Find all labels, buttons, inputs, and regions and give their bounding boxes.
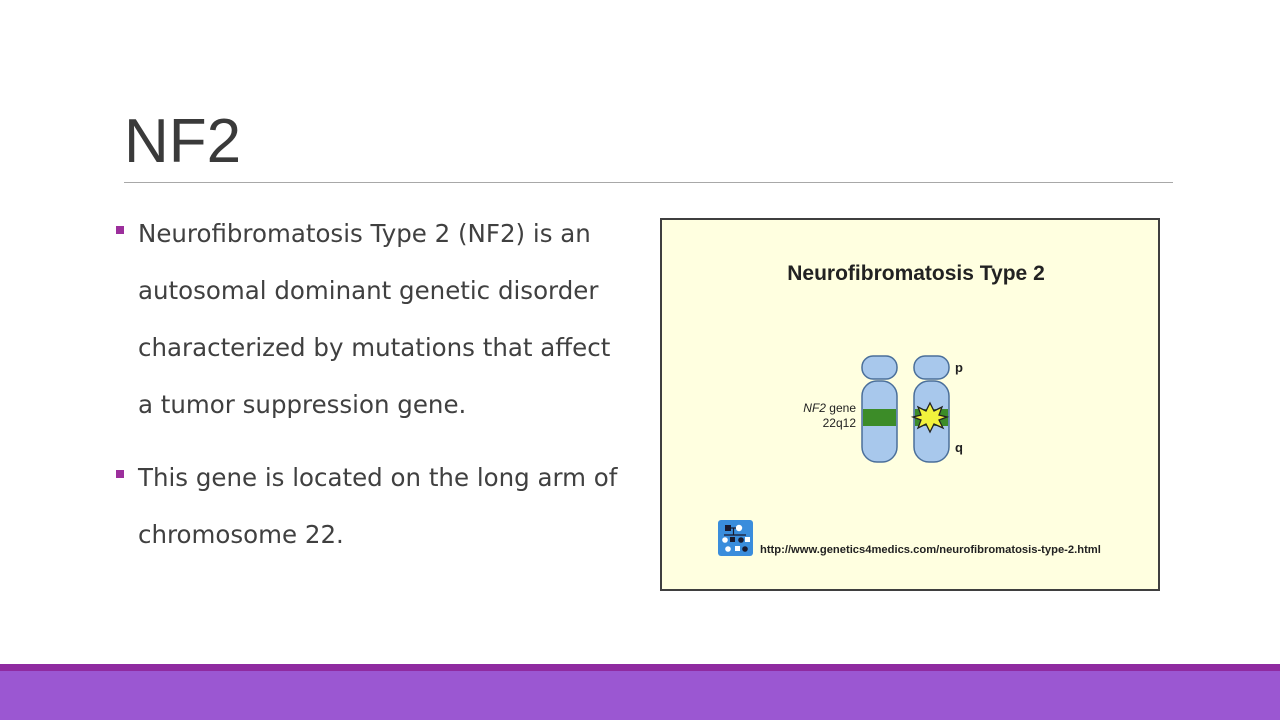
source-url: http://www.genetics4medics.com/neurofibr… (760, 544, 1101, 556)
gene-name: NF2 (803, 401, 826, 415)
arm-label-p: p (955, 360, 963, 375)
chromosome-mutated (910, 355, 950, 463)
bullet-item: This gene is located on the long arm of … (116, 449, 626, 563)
arm-label-q: q (955, 440, 963, 455)
chromosome-diagram: Neurofibromatosis Type 2 p q NF2 gene 22… (718, 262, 1101, 556)
gene-label: NF2 gene (803, 401, 856, 415)
chromosome-figure: Neurofibromatosis Type 2 p q NF2 gene 22… (660, 218, 1160, 591)
title-divider (124, 182, 1173, 183)
square-bullet-icon (116, 226, 124, 234)
figure-title: Neurofibromatosis Type 2 (787, 262, 1045, 285)
footer-band-accent (0, 664, 1280, 671)
chromosome-normal (861, 355, 898, 463)
pedigree-logo-icon (718, 520, 753, 556)
mutation-burst-icon (910, 401, 950, 434)
bullet-item: Neurofibromatosis Type 2 (NF2) is an aut… (116, 205, 626, 433)
gene-band (863, 409, 896, 426)
slide-title: NF2 (124, 107, 242, 176)
footer-band (0, 671, 1280, 720)
gene-locus: 22q12 (823, 416, 857, 430)
bullet-text: Neurofibromatosis Type 2 (NF2) is an aut… (138, 219, 611, 419)
chromosome-p-arm (913, 355, 950, 380)
bullet-text: This gene is located on the long arm of … (138, 463, 618, 549)
gene-suffix: gene (826, 401, 856, 415)
chromosome-p-arm (861, 355, 898, 380)
square-bullet-icon (116, 470, 124, 478)
bullet-list: Neurofibromatosis Type 2 (NF2) is an aut… (116, 205, 626, 579)
